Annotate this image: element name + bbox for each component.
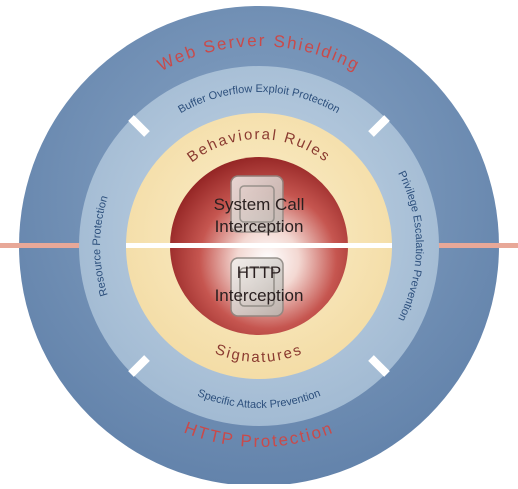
core-top-line-1: System Call bbox=[214, 195, 305, 214]
core-top-line-2: Interception bbox=[215, 217, 304, 236]
middle-ring-separators bbox=[128, 115, 390, 377]
center-divider bbox=[126, 243, 392, 248]
core-bottom-line-1: HTTP bbox=[237, 263, 281, 282]
core-bottom-line-2: Interception bbox=[215, 286, 304, 305]
chip-icon bbox=[230, 257, 284, 317]
chip-icon bbox=[230, 175, 284, 233]
